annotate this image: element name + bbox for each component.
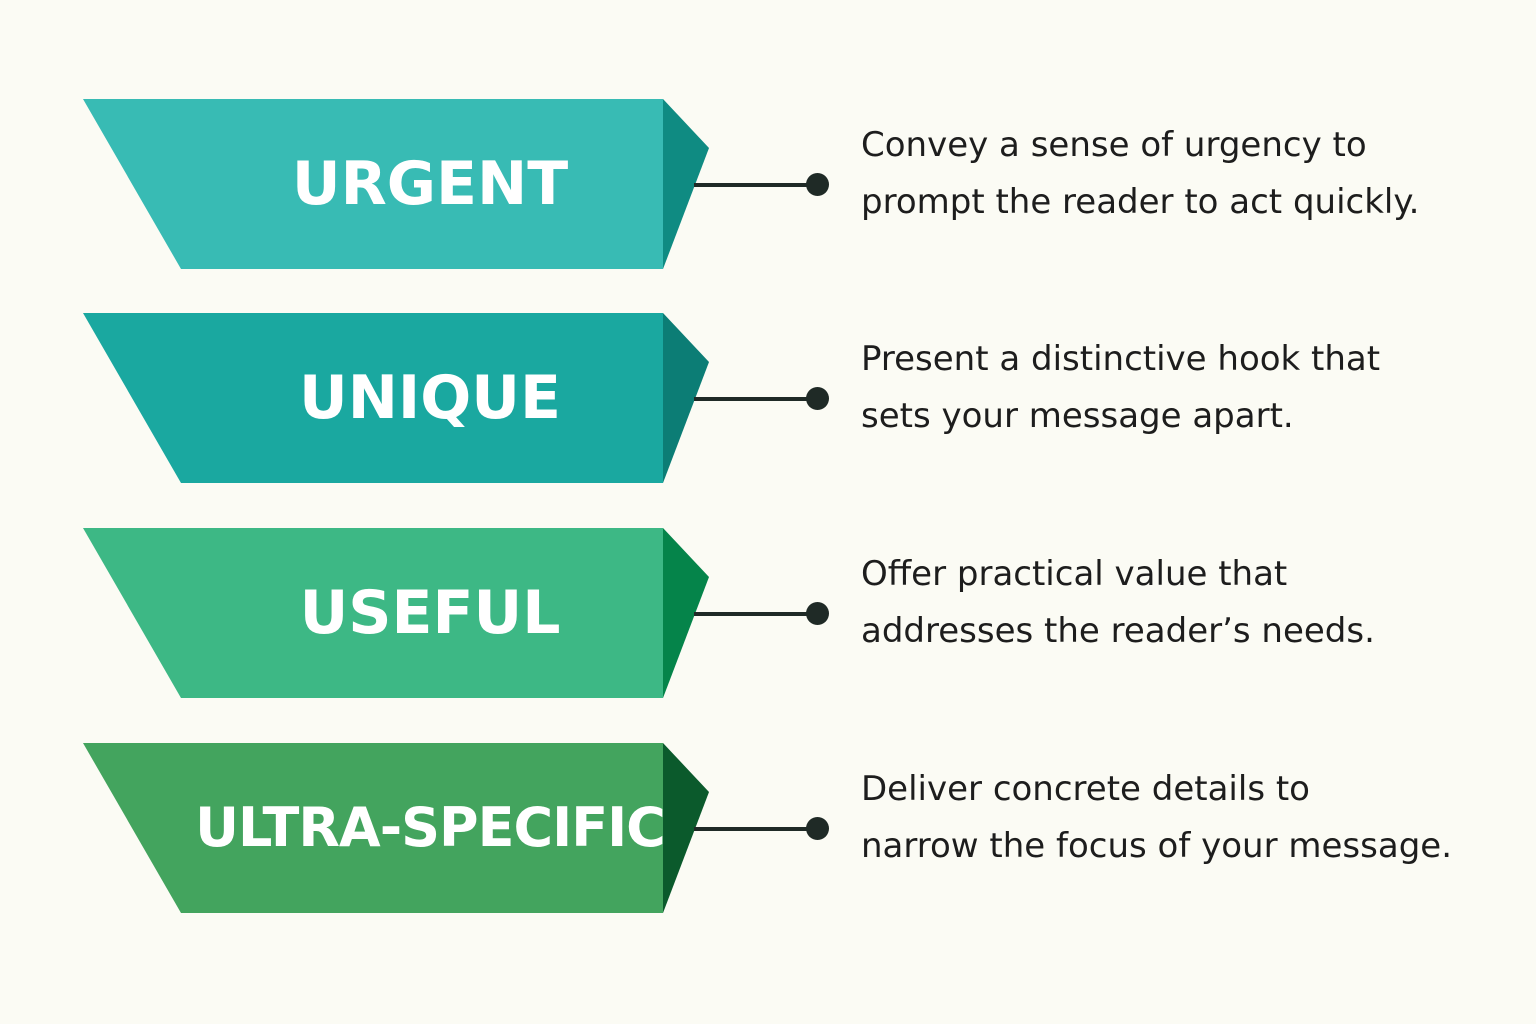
item-useful: USEFUL Offer practical value that addres… [0,528,1536,698]
ultra-specific-title: ULTRA-SPECIFIC [195,796,666,859]
urgent-title: URGENT [291,149,569,219]
ultra-specific-description-line: Deliver concrete details to [861,769,1310,809]
ultra-specific-connector-line [694,827,818,831]
ultra-specific-description: Deliver concrete details to narrow the f… [861,761,1521,875]
useful-title: USEFUL [299,578,561,648]
ultra-specific-connector-dot [806,817,829,840]
item-unique: UNIQUE Present a distinctive hook that s… [0,313,1536,483]
useful-banner: USEFUL [80,528,712,698]
unique-description-line: sets your message apart. [861,396,1294,436]
urgent-description-line: Convey a sense of urgency to [861,125,1367,165]
unique-banner-face [83,313,663,483]
useful-banner-fold [663,528,709,698]
ultra-specific-banner-face [83,743,663,913]
urgent-description-line: prompt the reader to act quickly. [861,182,1420,222]
unique-connector-line [694,397,818,401]
urgent-description: Convey a sense of urgency to prompt the … [861,117,1521,231]
unique-description: Present a distinctive hook that sets you… [861,331,1521,445]
unique-banner-fold [663,313,709,483]
unique-connector-dot [806,387,829,410]
useful-description-line: Offer practical value that [861,554,1288,594]
urgent-banner: URGENT [80,99,712,269]
useful-connector-line [694,612,818,616]
useful-banner-face [83,528,663,698]
ultra-specific-description-line: narrow the focus of your message. [861,826,1452,866]
unique-description-line: Present a distinctive hook that [861,339,1381,379]
urgent-banner-face [83,99,663,269]
unique-title: UNIQUE [299,363,561,433]
ultra-specific-banner-fold [663,743,709,913]
ultra-specific-banner: ULTRA-SPECIFIC [80,743,712,913]
item-ultra-specific: ULTRA-SPECIFIC Deliver concrete details … [0,743,1536,913]
item-urgent: URGENT Convey a sense of urgency to prom… [0,99,1536,269]
useful-description-line: addresses the reader’s needs. [861,611,1375,651]
unique-banner: UNIQUE [80,313,712,483]
urgent-connector-dot [806,173,829,196]
useful-description: Offer practical value that addresses the… [861,546,1521,660]
useful-connector-dot [806,602,829,625]
urgent-banner-fold [663,99,709,269]
urgent-connector-line [694,183,818,187]
